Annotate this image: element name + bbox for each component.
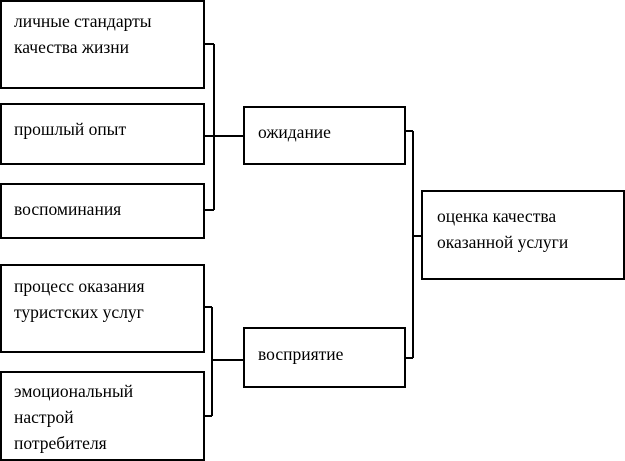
node-past-experience: прошлый опыт <box>0 103 205 165</box>
node-memories-label: воспоминания <box>14 199 122 219</box>
node-expectation-label: ожидание <box>258 122 331 142</box>
node-quality-assessment: оценка качества оказанной услуги <box>421 190 625 280</box>
node-expectation: ожидание <box>243 106 406 165</box>
node-personal-standards-label: личные стандарты качества жизни <box>14 11 152 57</box>
node-past-experience-label: прошлый опыт <box>14 119 127 139</box>
node-memories: воспоминания <box>0 183 205 239</box>
node-perception-label: восприятие <box>258 344 344 364</box>
node-personal-standards: личные стандарты качества жизни <box>0 0 205 89</box>
node-service-process-label: процесс оказания туристских услуг <box>14 276 145 322</box>
node-emotional-mood: эмоциональный настрой потребителя <box>0 371 205 461</box>
node-perception: восприятие <box>243 327 406 388</box>
node-quality-assessment-label: оценка качества оказанной услуги <box>437 206 569 252</box>
node-service-process: процесс оказания туристских услуг <box>0 264 205 353</box>
node-emotional-mood-label: эмоциональный настрой потребителя <box>14 381 134 453</box>
